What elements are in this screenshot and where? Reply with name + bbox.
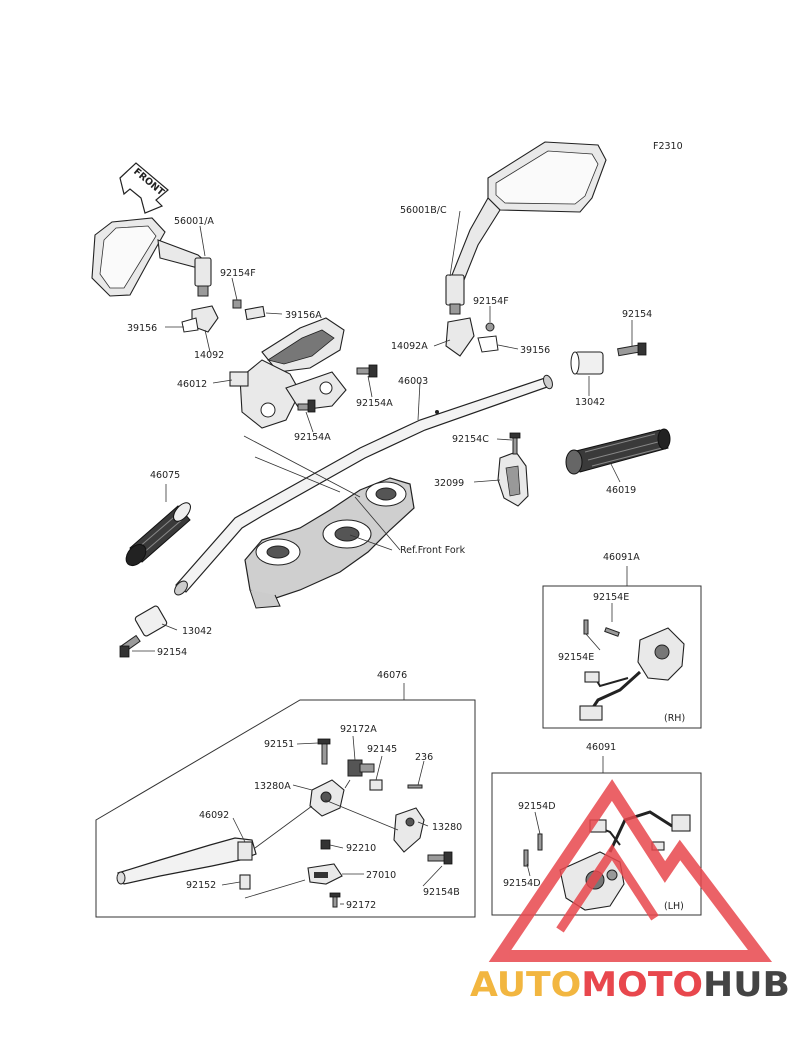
label-ref-front-fork: Ref.Front Fork — [400, 545, 466, 556]
watermark-logo — [488, 779, 773, 962]
bolt-92154F-right-icon — [485, 322, 495, 332]
switch-46091A-box — [542, 585, 702, 729]
mirror-left-drawing — [91, 217, 212, 297]
lever-assy-46076-box — [95, 699, 476, 918]
part-labels: 56001/A 92154F 39156A 39156 14092 46012 … — [127, 205, 685, 912]
label-weight-13042-left: 13042 — [182, 626, 212, 637]
label-bolt-92154-left: 92154 — [157, 647, 187, 658]
leader-lines — [132, 210, 633, 905]
label-rh: (RH) — [664, 713, 685, 724]
label-bolt-92154A-2: 92154A — [294, 432, 331, 443]
label-bolt-92154A-1: 92154A — [356, 398, 393, 409]
label-bracket-32099: 32099 — [434, 478, 464, 489]
label-bolt-92154E-1: 92154E — [593, 592, 629, 603]
figure-code: F2310 — [653, 141, 683, 152]
bolt-92154-left-icon — [119, 634, 141, 658]
weight-13042-right-drawing — [570, 351, 604, 375]
label-switch-27010: 27010 — [366, 870, 396, 881]
label-lever-assy-46076: 46076 — [377, 670, 407, 681]
label-holder-13280A: 13280A — [254, 781, 291, 792]
label-pad-39156A: 39156A — [285, 310, 322, 321]
bracket-32099-drawing — [497, 451, 529, 507]
label-clamp-14092: 14092 — [194, 350, 224, 361]
label-bolt-92154E-2: 92154E — [558, 652, 594, 663]
label-clamp-14092A: 14092A — [391, 341, 428, 352]
label-pad-39156-right: 39156 — [520, 345, 550, 356]
label-lever-46092: 46092 — [199, 810, 229, 821]
clamp-14092-drawing — [181, 305, 219, 333]
label-grip-46019: 46019 — [606, 485, 636, 496]
triple-clamp-drawing — [244, 477, 415, 609]
label-mirror-left: 56001/A — [174, 216, 214, 227]
bolt-92154A-1-icon — [356, 364, 378, 378]
label-nut-92172A: 92172A — [340, 724, 377, 735]
label-bolt-92154B: 92154B — [423, 887, 460, 898]
clamp-14092A-drawing — [445, 317, 499, 357]
watermark-moto: MOTO — [581, 965, 703, 1005]
label-bushing-92152: 92152 — [186, 880, 216, 891]
grip-46075-drawing — [125, 502, 191, 567]
label-mirror-right: 56001B/C — [400, 205, 447, 216]
holder-46012-drawing — [229, 317, 347, 429]
label-lh: (LH) — [664, 901, 684, 912]
label-screw-92172: 92172 — [346, 900, 376, 911]
label-pin-236: 236 — [415, 752, 433, 763]
label-bolt-92154C: 92154C — [452, 434, 489, 445]
label-grip-46075: 46075 — [150, 470, 180, 481]
label-weight-13042-right: 13042 — [575, 397, 605, 408]
bolt-92154-right-icon — [617, 342, 647, 357]
label-bolt-92154D-1: 92154D — [518, 801, 556, 812]
weight-13042-left-drawing — [134, 605, 168, 637]
switch-46091-box — [491, 772, 702, 916]
label-bolt-92154-right: 92154 — [622, 309, 652, 320]
bolt-92154A-2-icon — [297, 399, 316, 413]
watermark-auto: AUTO — [470, 965, 581, 1005]
label-bolt-92151: 92151 — [264, 739, 294, 750]
front-arrow-icon: FRONT — [119, 162, 169, 214]
label-pad-39156-left: 39156 — [127, 323, 157, 334]
bolt-92154C-icon — [509, 432, 521, 455]
label-bolt-92154D-2: 92154D — [503, 878, 541, 889]
mirror-right-drawing — [445, 141, 607, 315]
watermark-hub: HUB — [703, 965, 790, 1005]
label-holder-46012: 46012 — [177, 379, 207, 390]
pad-39156A-icon — [244, 305, 266, 321]
label-handlebar-46003: 46003 — [398, 376, 428, 387]
switch-46091A-drawing — [579, 619, 685, 721]
handlebar-46003-drawing — [174, 374, 553, 596]
bolt-92154F-left-icon — [232, 299, 242, 309]
label-switch-46091: 46091 — [586, 742, 616, 753]
label-screw-92145: 92145 — [367, 744, 397, 755]
label-holder-13280: 13280 — [432, 822, 462, 833]
label-bolt-92154F-left: 92154F — [220, 268, 256, 279]
label-collar-92210: 92210 — [346, 843, 376, 854]
label-bolt-92154F-right: 92154F — [473, 296, 509, 307]
grip-46019-drawing — [565, 428, 671, 475]
label-switch-46091A: 46091A — [603, 552, 640, 563]
lever-assy-46076-drawing — [116, 738, 453, 908]
